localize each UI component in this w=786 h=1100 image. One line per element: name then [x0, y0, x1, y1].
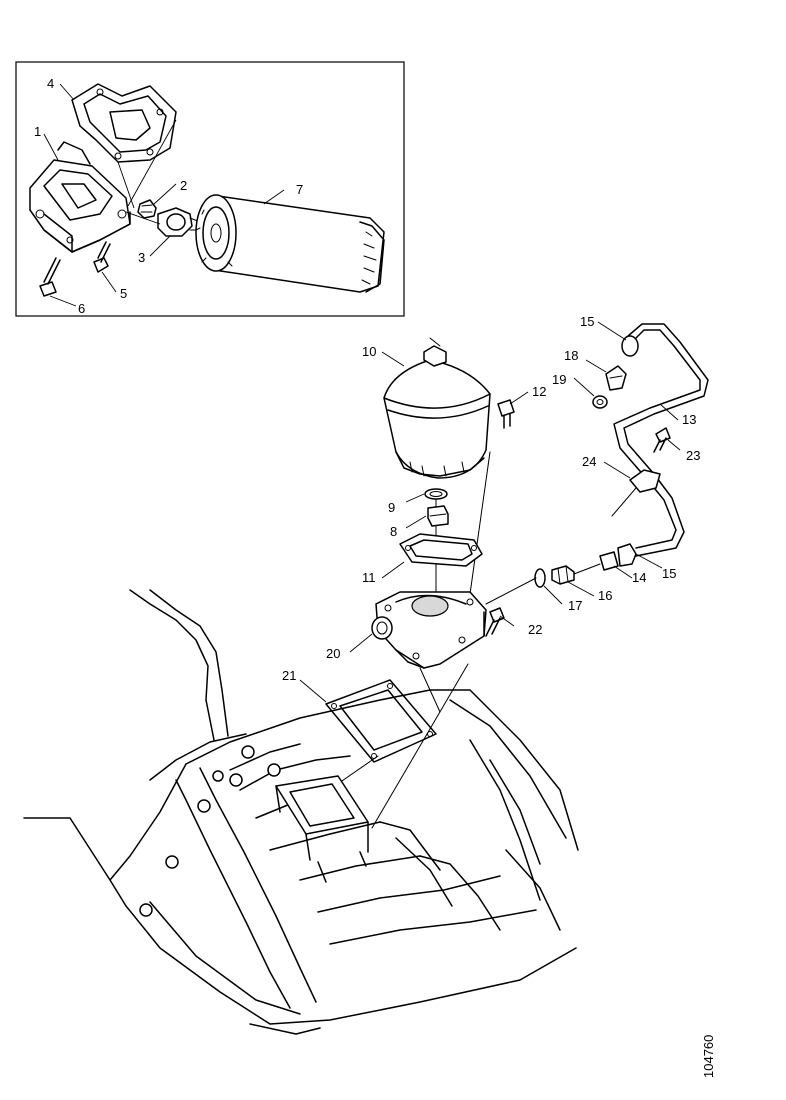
part-20-housing	[371, 591, 487, 669]
part-8-nut	[427, 505, 449, 527]
part-22-bolt	[485, 607, 505, 637]
part-1-bracket	[29, 141, 131, 253]
part-18-union	[605, 365, 627, 391]
inset-frame	[15, 61, 405, 317]
callout-17: 17	[568, 598, 582, 613]
callout-2: 2	[180, 178, 187, 193]
callout-22: 22	[528, 622, 542, 637]
part-10-cover	[383, 337, 491, 479]
callout-8: 8	[390, 524, 397, 539]
callout-13: 13	[682, 412, 696, 427]
callout-1: 1	[34, 124, 41, 139]
part-14-fitting	[599, 543, 637, 571]
part-3-adapter	[157, 207, 201, 237]
callout-6: 6	[78, 301, 85, 316]
part-19-washer	[592, 395, 608, 409]
callout-23: 23	[686, 448, 700, 463]
callout-11: 11	[362, 570, 376, 585]
callout-3: 3	[138, 250, 145, 265]
callout-5: 5	[120, 286, 127, 301]
part-13-pipe	[613, 323, 709, 557]
callout-20: 20	[326, 646, 340, 661]
part-16-connector	[551, 565, 575, 585]
callout-16: 16	[598, 588, 612, 603]
callout-7: 7	[296, 182, 303, 197]
part-4-gasket	[71, 83, 177, 163]
part-7-filter	[195, 194, 385, 293]
part-11-gasket	[399, 533, 483, 567]
part-5-bolt	[93, 241, 111, 273]
part-12-bolt	[497, 399, 515, 429]
callout-15-lower: 15	[662, 566, 676, 581]
callout-14: 14	[632, 570, 646, 585]
part-23-bolt	[653, 427, 671, 453]
callout-10: 10	[362, 344, 376, 359]
callout-4: 4	[47, 76, 54, 91]
callout-15-upper: 15	[580, 314, 594, 329]
part-9-o-ring	[424, 488, 448, 500]
figure-reference-number: 104760	[701, 1035, 716, 1078]
part-2-plug	[137, 199, 157, 219]
callout-9: 9	[388, 500, 395, 515]
inset-detail	[15, 61, 405, 317]
part-21-gasket	[325, 679, 437, 763]
callout-18: 18	[564, 348, 578, 363]
engine-block	[23, 589, 579, 1035]
part-6-bolt	[39, 257, 61, 297]
callout-19: 19	[552, 372, 566, 387]
callout-21: 21	[282, 668, 296, 683]
part-24-clip	[611, 469, 661, 517]
callout-24: 24	[582, 454, 596, 469]
callout-12: 12	[532, 384, 546, 399]
